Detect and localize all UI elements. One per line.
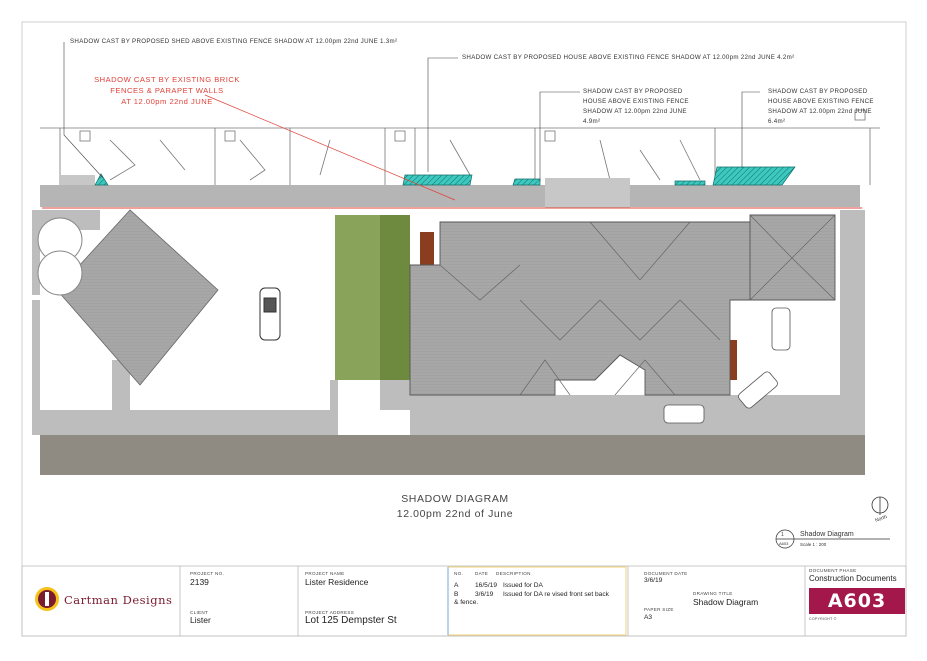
- project-address: Lot 125 Dempster St: [305, 615, 397, 626]
- car-driveway: [259, 287, 281, 341]
- project-address-label: PROJECT ADDRESS: [305, 610, 355, 615]
- lawn-left: [335, 215, 380, 380]
- neighbour-roof: [56, 209, 219, 386]
- doc-phase-label: DOCUMENT PHASE: [809, 568, 857, 573]
- revision-date: 16/5/19: [475, 582, 497, 589]
- doc-date: 3/6/19: [644, 577, 663, 584]
- ground-shadow: [32, 210, 865, 435]
- revision-date: 3/6/19: [475, 591, 494, 598]
- house-shadow-note-right: SHADOW CAST BY PROPOSED HOUSE ABOVE EXIS…: [768, 88, 874, 125]
- revision-desc: Issued for DA: [503, 582, 543, 589]
- house-shadow-note-mid: SHADOW CAST BY PROPOSED HOUSE ABOVE EXIS…: [583, 88, 689, 125]
- water-tank-2: [37, 250, 83, 296]
- fence-shadow-strip: [40, 185, 860, 207]
- doc-phase: Construction Documents: [809, 574, 897, 583]
- car-parked-1: [663, 404, 705, 424]
- tag-sheet: A603: [779, 541, 789, 546]
- tag-title: Shadow Diagram: [800, 531, 854, 538]
- shed-shadow-note: SHADOW CAST BY PROPOSED SHED ABOVE EXIST…: [70, 38, 398, 45]
- revision-desc-continued: & fence.: [454, 599, 479, 606]
- rev-header-description: DESCRIPTION: [496, 571, 531, 576]
- copyright: COPYRIGHT ©: [809, 617, 837, 621]
- company-name: Cartman Designs: [64, 593, 173, 607]
- neighbour-lots: [40, 109, 880, 185]
- tag-scale: Scale 1 : 200: [800, 542, 827, 547]
- paper-size: A3: [644, 614, 653, 621]
- drawing-title: SHADOW DIAGRAM 12.00pm 22nd of June: [396, 493, 514, 520]
- drawing-title-label: DRAWING TITLE: [693, 591, 733, 596]
- project-name-label: PROJECT NAME: [305, 571, 345, 576]
- leaders: [63, 42, 760, 182]
- proposed-shadow-areas: [94, 166, 796, 186]
- drawing-number: A603: [809, 588, 905, 614]
- revision-no: B: [454, 591, 459, 598]
- lawn-right: [380, 215, 410, 380]
- client-label: CLIENT: [190, 610, 209, 615]
- verge: [40, 435, 865, 475]
- tag-number: 1: [781, 532, 784, 538]
- brick-shadow-note: SHADOW CAST BY EXISTING BRICK FENCES & P…: [94, 75, 240, 106]
- project-name: Lister Residence: [305, 577, 369, 587]
- revision-no: A: [454, 582, 459, 589]
- revision-desc: Issued for DA re vised front set back: [503, 591, 609, 598]
- project-no-label: PROJECT NO.: [190, 571, 225, 576]
- house-roof: [409, 221, 761, 396]
- title-block-frame: [21, 565, 907, 637]
- deck-1: [420, 232, 434, 267]
- paper-size-label: PAPER SIZE: [644, 607, 674, 612]
- rev-header-no: NO.: [454, 571, 464, 576]
- drawing-tag: [775, 529, 890, 549]
- client: Lister: [190, 615, 211, 625]
- doc-date-label: DOCUMENT DATE: [644, 571, 688, 576]
- north-arrow: [871, 496, 889, 515]
- drawing-title-value: Shadow Diagram: [693, 597, 759, 607]
- company-logo: [35, 587, 59, 611]
- car-parked-2: [738, 371, 778, 409]
- house-shadow-note: SHADOW CAST BY PROPOSED HOUSE ABOVE EXIS…: [462, 54, 795, 61]
- rev-header-date: DATE: [475, 571, 489, 576]
- car-parked-3: [771, 307, 791, 351]
- brick-leader: [204, 94, 456, 201]
- project-no: 2139: [190, 577, 209, 587]
